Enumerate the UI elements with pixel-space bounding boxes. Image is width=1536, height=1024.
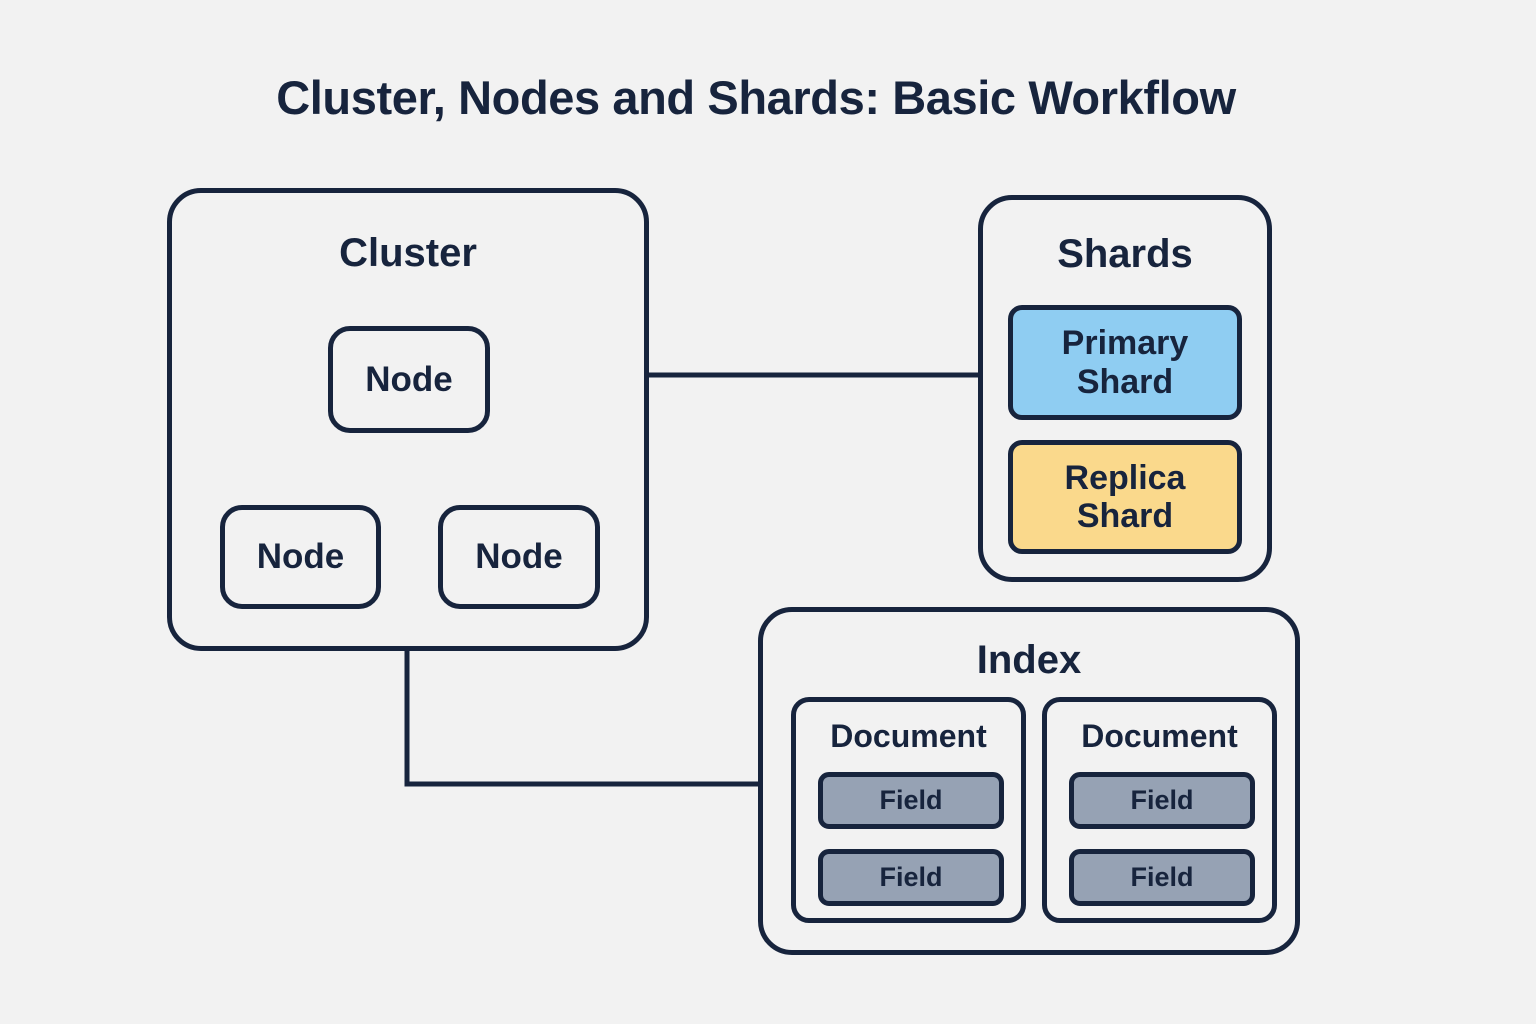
node-box-bottom-right[interactable]: Node bbox=[438, 505, 600, 609]
index-label: Index bbox=[976, 638, 1082, 682]
shards-label: Shards bbox=[1057, 232, 1193, 276]
primary-shard-line1: Primary bbox=[1061, 324, 1189, 363]
page-title-text: Cluster, Nodes and Shards: Basic Workflo… bbox=[276, 71, 1236, 124]
primary-shard-box[interactable]: Primary Shard bbox=[1008, 305, 1242, 420]
field-box[interactable]: Field bbox=[1069, 772, 1255, 829]
primary-shard-label: Primary Shard bbox=[1062, 324, 1189, 400]
primary-shard-line2: Shard bbox=[1076, 362, 1174, 401]
field-box[interactable]: Field bbox=[1069, 849, 1255, 906]
document-box[interactable]: Document Field Field bbox=[791, 697, 1026, 923]
node-box-top[interactable]: Node bbox=[328, 326, 490, 433]
document-label: Document bbox=[1081, 718, 1238, 754]
cluster-label: Cluster bbox=[339, 231, 477, 275]
node-box-bottom-left[interactable]: Node bbox=[220, 505, 381, 609]
replica-shard-box[interactable]: Replica Shard bbox=[1008, 440, 1242, 554]
replica-shard-line2: Shard bbox=[1076, 497, 1174, 535]
field-box[interactable]: Field bbox=[818, 772, 1004, 829]
connector-cluster-to-index bbox=[404, 651, 760, 787]
page-title: Cluster, Nodes and Shards: Basic Workflo… bbox=[0, 70, 1536, 125]
replica-shard-label: Replica Shard bbox=[1065, 459, 1186, 535]
document-label: Document bbox=[830, 718, 987, 754]
replica-shard-line1: Replica bbox=[1064, 458, 1186, 497]
field-box[interactable]: Field bbox=[818, 849, 1004, 906]
document-box[interactable]: Document Field Field bbox=[1042, 697, 1277, 923]
